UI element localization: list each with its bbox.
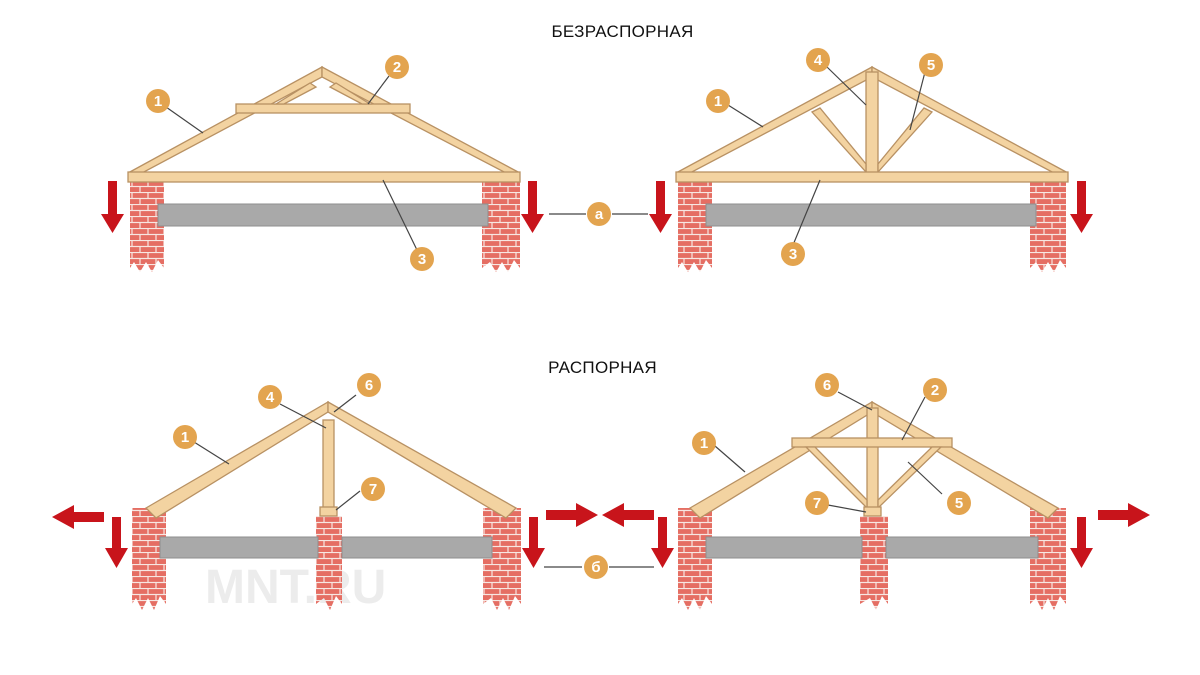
brick-wall-left [132,508,166,610]
label-b: б [591,559,600,576]
watermark: MNT.RU [205,561,386,614]
strut-left [810,107,867,174]
svg-text:4: 4 [814,52,823,69]
truss-top-right [649,65,1093,272]
svg-text:7: 7 [813,495,821,512]
rafter-left [688,400,873,519]
post-base [319,506,338,517]
floor-slab-right [341,536,493,559]
badge-5: 5 [947,491,971,515]
post-base [863,506,882,517]
load-arrow-right [1070,181,1093,233]
svg-text:2: 2 [931,382,939,399]
svg-text:6: 6 [823,377,831,394]
svg-text:5: 5 [927,57,935,74]
badge-1: 1 [706,89,730,113]
thrust-arrow-right [1098,503,1150,527]
collar-tie [791,437,953,448]
floor-slab-right [885,536,1039,559]
load-arrow-left [101,181,124,233]
badge-5: 5 [919,53,943,77]
svg-text:5: 5 [955,495,963,512]
thrust-arrow-right [546,503,598,527]
brick-wall-right [482,182,520,272]
load-arrow-left [651,517,674,568]
thrust-arrow-left [602,503,654,527]
floor-slab [705,203,1037,227]
badges: 1 2 3 1 4 5 3 1 4 6 7 1 6 2 5 7 [146,48,971,515]
svg-text:1: 1 [700,435,708,452]
svg-text:3: 3 [418,251,426,268]
load-arrow-right [521,181,544,233]
floor-slab [157,203,489,227]
strut-right [877,446,943,510]
label-b-group: б [544,555,654,579]
svg-text:7: 7 [369,481,377,498]
badge-7: 7 [361,477,385,501]
load-arrow-right [1070,517,1093,568]
heading-non-thrust: БЕЗРАСПОРНАЯ [551,22,694,41]
badge-4: 4 [806,48,830,72]
load-arrow-left [649,181,672,233]
tie-beam [127,171,521,183]
svg-text:1: 1 [181,429,189,446]
rafter-left [144,400,329,519]
rafter-right [321,65,521,174]
rafter-right [327,400,518,519]
brick-wall-right [1030,182,1066,272]
tie-beam [675,171,1069,183]
svg-text:4: 4 [266,389,275,406]
king-post [865,71,879,174]
brick-wall-left [678,508,712,610]
badge-6: 6 [815,373,839,397]
collar-tie [235,103,411,114]
thrust-arrow-left [52,505,104,529]
brick-wall-middle [860,516,888,610]
collar-brace-right [328,82,373,105]
collar-brace-left [273,82,318,105]
ridge-post [322,419,335,509]
label-a: а [595,206,604,223]
svg-text:2: 2 [393,59,401,76]
badge-1: 1 [146,89,170,113]
floor-slab-left [159,536,319,559]
strut-right [877,107,934,174]
brick-wall-right [483,508,521,610]
badge-3: 3 [410,247,434,271]
strut-left [804,446,868,510]
king-post [866,407,879,509]
badge-2: 2 [923,378,947,402]
label-a-group: а [549,202,648,226]
badge-6: 6 [357,373,381,397]
brick-wall-middle [316,516,342,610]
badge-1: 1 [692,431,716,455]
badge-1: 1 [173,425,197,449]
floor-slab-left [705,536,863,559]
brick-wall-right [1030,508,1066,610]
load-arrow-right [522,517,545,568]
svg-text:3: 3 [789,246,797,263]
truss-top-left [101,65,544,272]
badge-2: 2 [385,55,409,79]
load-arrow-left [105,517,128,568]
truss-bottom-left [52,394,598,610]
badge-4: 4 [258,385,282,409]
brick-wall-left [678,182,712,272]
heading-thrust: РАСПОРНАЯ [548,358,657,377]
brick-wall-left [130,182,164,272]
svg-text:1: 1 [154,93,162,110]
badge-3: 3 [781,242,805,266]
rafter-left [127,65,323,174]
rafter-right [871,65,1069,174]
badge-7: 7 [805,491,829,515]
svg-text:6: 6 [365,377,373,394]
truss-bottom-right [602,391,1150,610]
svg-text:1: 1 [714,93,722,110]
